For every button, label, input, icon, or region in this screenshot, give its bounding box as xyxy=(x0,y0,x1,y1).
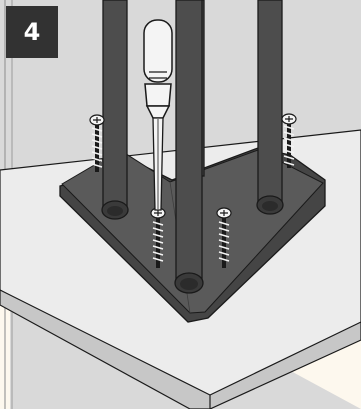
table-legs xyxy=(101,0,284,294)
screw-front-right xyxy=(216,207,232,268)
leg-back-left xyxy=(101,0,129,220)
screw-back-right xyxy=(281,113,297,168)
screw-back-left xyxy=(89,114,105,172)
leg-front xyxy=(174,0,204,294)
leg-back-right xyxy=(256,0,284,215)
screwdriver-icon xyxy=(143,19,173,211)
step-number-badge: 4 xyxy=(6,6,58,58)
